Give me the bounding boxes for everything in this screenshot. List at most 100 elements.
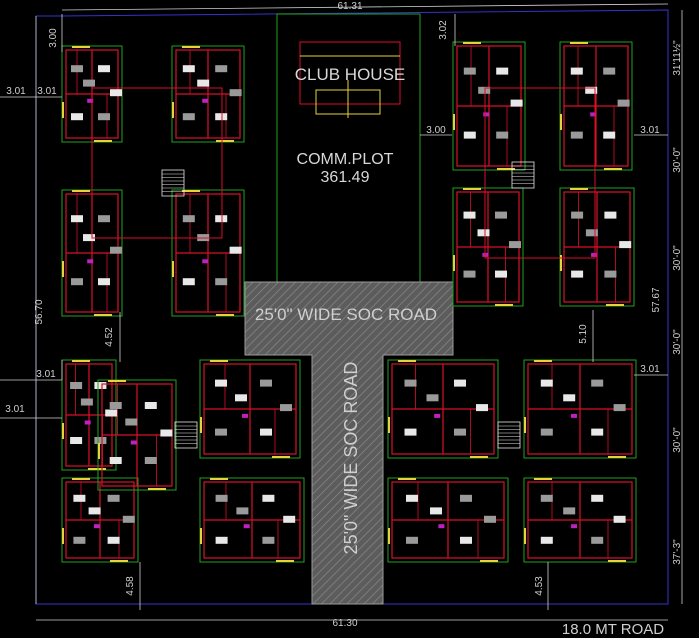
dim-right-30-0-c: 30'-0" bbox=[672, 329, 683, 355]
furniture bbox=[571, 270, 584, 278]
dim-right-37-3: 37'-3" bbox=[672, 539, 683, 565]
furniture bbox=[476, 404, 488, 412]
furniture bbox=[88, 507, 101, 515]
furniture bbox=[430, 507, 442, 515]
furniture bbox=[122, 515, 135, 523]
furniture bbox=[71, 65, 83, 73]
furniture bbox=[510, 99, 523, 107]
block-corridor bbox=[91, 87, 223, 239]
furniture bbox=[73, 494, 86, 502]
fixture bbox=[87, 98, 94, 103]
fixture bbox=[483, 112, 490, 117]
furniture bbox=[540, 428, 553, 436]
wing-outline bbox=[523, 359, 637, 459]
furniture bbox=[215, 215, 228, 223]
furniture bbox=[109, 402, 122, 409]
dim-left-offset-4: 3.01 bbox=[5, 404, 25, 415]
furniture bbox=[260, 428, 272, 436]
dim-top-right-setback: 3.02 bbox=[438, 20, 449, 40]
furniture bbox=[215, 494, 228, 502]
furniture bbox=[460, 494, 472, 502]
comm-plot-outline bbox=[276, 13, 421, 283]
furniture bbox=[463, 211, 476, 219]
furniture bbox=[229, 246, 242, 254]
furniture bbox=[182, 215, 195, 223]
dim-gap-left: 4.52 bbox=[104, 327, 115, 347]
dim-gap-right: 5.10 bbox=[578, 324, 589, 344]
main-road-label: 18.0 MT ROAD bbox=[562, 621, 664, 638]
fixture bbox=[434, 413, 441, 418]
fixture bbox=[242, 413, 248, 418]
furniture bbox=[613, 515, 626, 523]
dim-left-offset-2: 3.01 bbox=[37, 86, 57, 97]
furniture bbox=[454, 379, 466, 387]
dim-right-30-0-a: 30'-0" bbox=[672, 147, 683, 173]
dim-bottom-right-setback: 4.53 bbox=[534, 576, 545, 596]
furniture bbox=[83, 234, 95, 242]
furniture bbox=[236, 507, 249, 515]
furniture bbox=[107, 494, 120, 502]
furniture bbox=[591, 379, 604, 387]
wing-outline bbox=[559, 187, 635, 307]
road-label-vertical: 25'0" WIDE SOC ROAD bbox=[341, 362, 361, 555]
furniture bbox=[235, 394, 247, 402]
furniture bbox=[563, 394, 576, 402]
furniture bbox=[454, 428, 466, 436]
furniture bbox=[570, 67, 583, 75]
block-corridor bbox=[484, 87, 596, 259]
fixture bbox=[84, 420, 91, 425]
residential-blocks bbox=[61, 41, 637, 563]
furniture bbox=[94, 437, 107, 444]
dim-right-3-01-b: 3.01 bbox=[640, 364, 660, 375]
furniture bbox=[197, 79, 210, 87]
furniture bbox=[613, 404, 626, 412]
furniture bbox=[283, 515, 296, 523]
dim-left-height: 56.70 bbox=[34, 299, 45, 324]
road-label-horizontal: 25'0" WIDE SOC ROAD bbox=[255, 305, 437, 324]
furniture bbox=[604, 270, 617, 278]
dim-right-30-0-b: 30'-0" bbox=[672, 245, 683, 271]
dim-bottom-width: 61.30 bbox=[332, 618, 357, 629]
furniture bbox=[94, 382, 107, 389]
dim-top-left-setback: 3.00 bbox=[48, 28, 59, 48]
stair-core bbox=[161, 169, 185, 197]
furniture bbox=[463, 270, 476, 278]
fixture bbox=[87, 259, 94, 264]
fixture bbox=[438, 524, 445, 529]
furniture bbox=[215, 379, 227, 387]
furniture bbox=[262, 536, 275, 544]
furniture bbox=[591, 536, 604, 544]
wing-outline bbox=[171, 45, 245, 143]
dim-left-offset-3: 3.01 bbox=[36, 369, 56, 380]
fixture bbox=[243, 524, 250, 529]
furniture bbox=[144, 457, 157, 464]
dim-top-width: 61.31 bbox=[337, 1, 362, 12]
furniture bbox=[262, 494, 275, 502]
fixture bbox=[130, 440, 137, 445]
furniture bbox=[215, 113, 228, 121]
stair-core bbox=[511, 161, 535, 189]
dim-right-height: 57.67 bbox=[651, 287, 662, 312]
dim-right-30-0-d: 30'-0" bbox=[672, 427, 683, 453]
furniture bbox=[563, 507, 576, 515]
furniture bbox=[98, 215, 110, 223]
furniture bbox=[280, 404, 292, 412]
wing-outline bbox=[452, 187, 524, 307]
furniture bbox=[125, 418, 138, 426]
furniture bbox=[71, 215, 83, 223]
furniture bbox=[570, 131, 583, 139]
wing-outline bbox=[387, 477, 509, 563]
wing-outline bbox=[199, 359, 301, 459]
furniture bbox=[477, 229, 490, 237]
furniture bbox=[73, 536, 86, 544]
stair-core bbox=[497, 421, 521, 449]
furniture bbox=[540, 536, 553, 544]
furniture bbox=[215, 428, 227, 436]
furniture bbox=[404, 428, 417, 436]
wing-outline bbox=[171, 189, 245, 317]
furniture bbox=[496, 67, 509, 75]
furniture bbox=[617, 99, 630, 107]
furniture bbox=[83, 79, 95, 87]
furniture bbox=[509, 241, 521, 249]
